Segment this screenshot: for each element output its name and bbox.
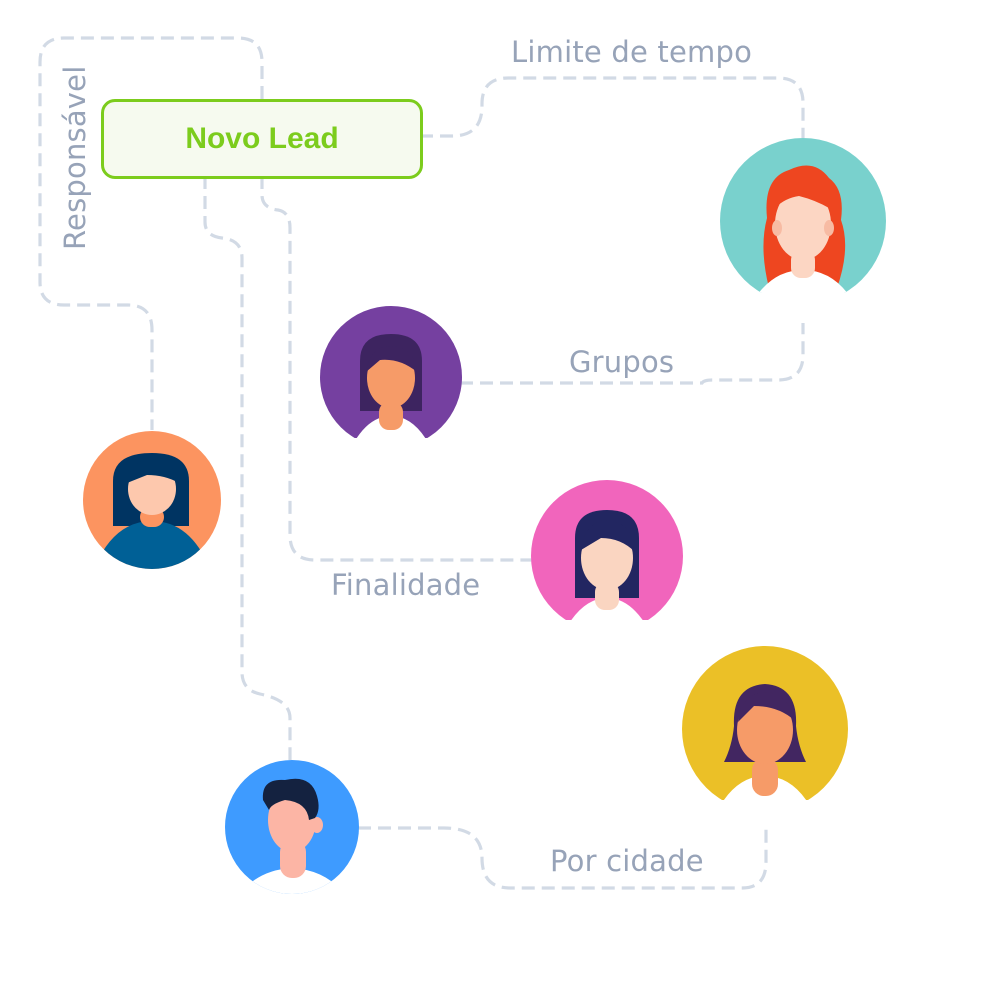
edge-label-grupos: Grupos bbox=[569, 345, 675, 379]
avatar-yellow[interactable] bbox=[682, 646, 848, 800]
edge-label-limite-de-tempo: Limite de tempo bbox=[511, 35, 753, 69]
connector-limite-de-tempo bbox=[420, 76, 805, 138]
avatar-purple[interactable] bbox=[320, 306, 462, 438]
connector-to-blue-avatar bbox=[203, 176, 292, 760]
avatar-orange[interactable] bbox=[83, 431, 221, 569]
connector-finalidade bbox=[260, 176, 532, 562]
edge-label-por-cidade: Por cidade bbox=[550, 844, 704, 878]
woman-dark-hair-icon bbox=[320, 306, 462, 438]
connector-por-cidade bbox=[358, 826, 768, 890]
man-dark-hair-icon bbox=[225, 760, 359, 894]
avatar-blue[interactable] bbox=[225, 760, 359, 894]
woman-navy-hair-icon bbox=[83, 431, 221, 569]
root-node-novo-lead[interactable]: Novo Lead bbox=[101, 99, 423, 179]
root-node-label: Novo Lead bbox=[185, 122, 339, 155]
edge-label-responsavel: Responsável bbox=[58, 65, 92, 250]
connector-grupos bbox=[460, 323, 805, 385]
avatar-pink[interactable] bbox=[531, 480, 683, 620]
woman-red-hair-icon bbox=[720, 138, 886, 293]
woman-navy-hair-icon bbox=[531, 480, 683, 620]
avatar-teal[interactable] bbox=[719, 138, 887, 293]
edge-label-finalidade: Finalidade bbox=[331, 568, 481, 602]
woman-purple-hair-icon bbox=[682, 646, 848, 800]
connector-responsavel bbox=[38, 36, 264, 430]
